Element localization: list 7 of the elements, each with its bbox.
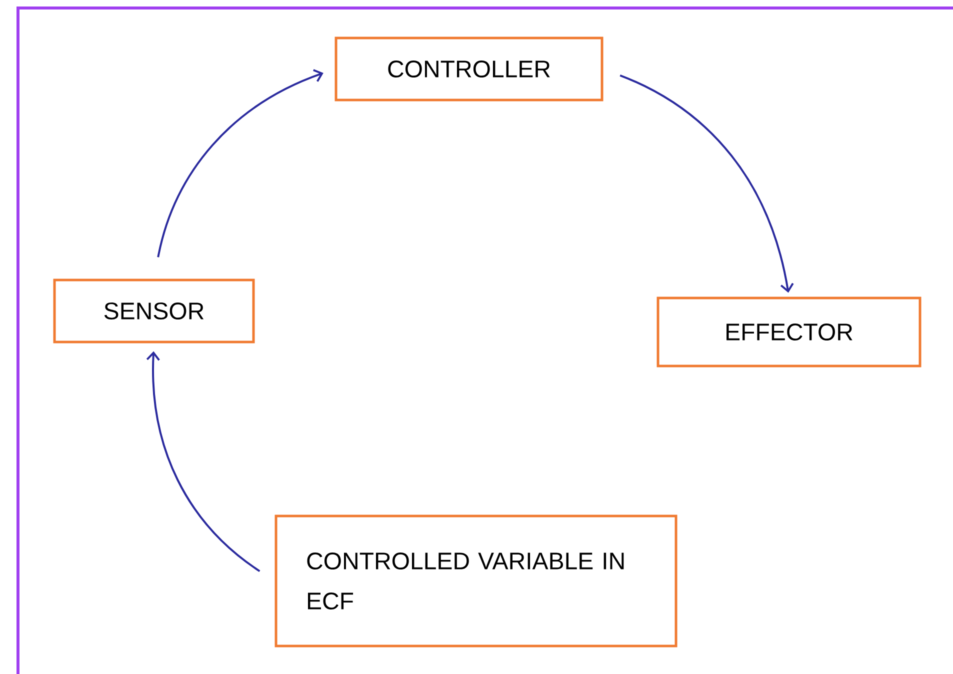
text-box: EFFECTOR <box>656 296 922 368</box>
text-box: CONTROLLER <box>334 36 604 102</box>
arrow <box>146 351 260 572</box>
arrow <box>620 74 794 293</box>
arrow <box>157 69 324 258</box>
text-box: SENSOR <box>53 278 255 344</box>
text-box: CONTROLLED VARIABLE IN ECF <box>274 514 678 648</box>
